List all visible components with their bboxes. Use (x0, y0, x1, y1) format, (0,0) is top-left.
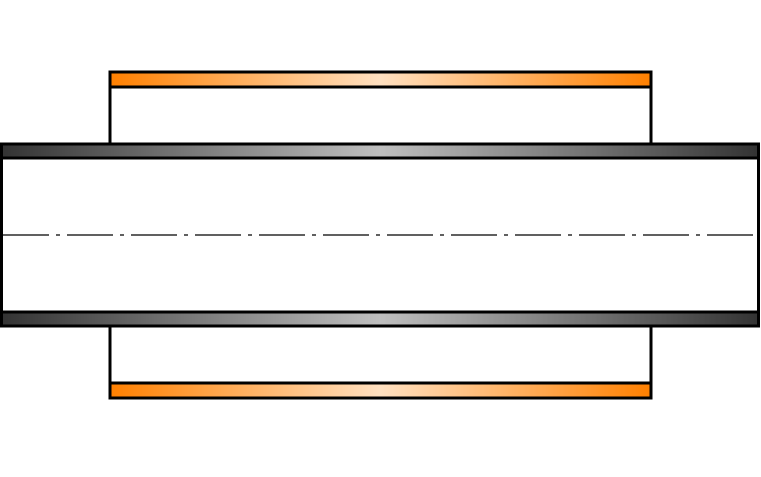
outer-sleeve-band-top (108, 70, 653, 89)
inner-pipe-wall-top (0, 142, 760, 160)
outer-sleeve-band-bottom (108, 381, 653, 400)
inner-pipe-wall-bottom (0, 310, 760, 328)
